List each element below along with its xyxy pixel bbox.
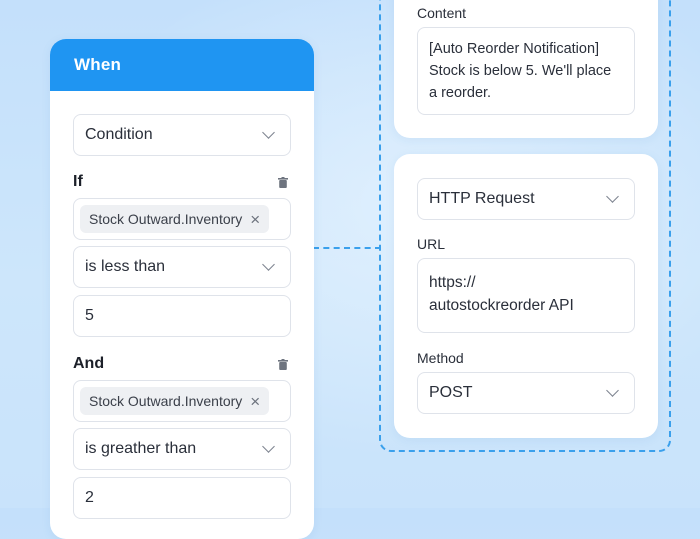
method-select[interactable]: POST: [417, 372, 635, 414]
and-field-input[interactable]: Stock Outward.Inventory ×: [73, 380, 291, 422]
and-label: And: [73, 355, 105, 372]
and-value: 2: [85, 489, 94, 506]
content-label: Content: [417, 5, 467, 21]
url-line: https://: [429, 274, 476, 291]
notification-card: Content [Auto Reorder Notification] Stoc…: [394, 0, 658, 138]
and-field-chip-label: Stock Outward.Inventory: [89, 393, 243, 409]
content-textarea[interactable]: [Auto Reorder Notification] Stock is bel…: [417, 27, 635, 115]
http-request-card: HTTP Request URL https:// autostockreord…: [394, 154, 658, 438]
if-value-input[interactable]: 5: [73, 295, 291, 337]
content-line: [Auto Reorder Notification]: [429, 41, 600, 57]
and-value-input[interactable]: 2: [73, 477, 291, 519]
method-select-value: POST: [429, 384, 473, 401]
chevron-down-icon: [262, 126, 275, 139]
connector-line: [313, 247, 381, 249]
content-line: Stock is below 5. We'll place: [429, 63, 612, 79]
and-field-chip: Stock Outward.Inventory ×: [80, 387, 270, 415]
if-field-chip: Stock Outward.Inventory ×: [80, 205, 270, 233]
trigger-select[interactable]: Condition: [73, 114, 291, 156]
close-icon[interactable]: ×: [250, 209, 261, 229]
if-operator-value: is less than: [85, 258, 166, 275]
trigger-select-value: Condition: [85, 126, 153, 143]
url-line: autostockreorder API: [429, 297, 574, 314]
close-icon[interactable]: ×: [250, 391, 261, 411]
action-select[interactable]: HTTP Request: [417, 178, 635, 220]
when-card-header: When: [50, 39, 314, 91]
url-label: URL: [417, 236, 446, 252]
content-line: a reorder.: [429, 85, 492, 101]
if-label: If: [73, 173, 83, 190]
chevron-down-icon: [262, 258, 275, 271]
when-card-title: When: [74, 55, 122, 74]
if-operator-select[interactable]: is less than: [73, 246, 291, 288]
method-label: Method: [417, 350, 464, 366]
url-input[interactable]: https:// autostockreorder API: [417, 258, 635, 333]
chevron-down-icon: [606, 190, 619, 203]
and-operator-select[interactable]: is greather than: [73, 428, 291, 470]
if-field-input[interactable]: Stock Outward.Inventory ×: [73, 198, 291, 240]
if-value: 5: [85, 307, 94, 324]
trash-icon[interactable]: [278, 177, 288, 188]
action-select-value: HTTP Request: [429, 190, 535, 207]
if-field-chip-label: Stock Outward.Inventory: [89, 211, 243, 227]
connector-frame: [379, 0, 671, 452]
chevron-down-icon: [262, 440, 275, 453]
trash-icon[interactable]: [278, 359, 288, 370]
chevron-down-icon: [606, 384, 619, 397]
when-card: When Condition If Stock Outward.Inventor…: [50, 39, 314, 539]
and-operator-value: is greather than: [85, 440, 197, 457]
